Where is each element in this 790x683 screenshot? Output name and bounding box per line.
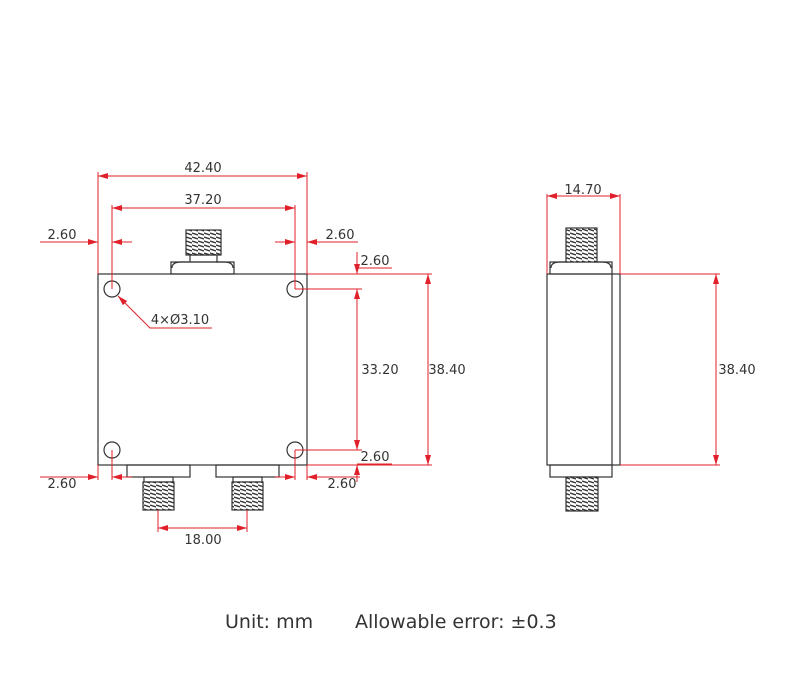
housing-body-side xyxy=(546,273,621,466)
dimension-overall-height: 38.40 xyxy=(307,273,466,466)
sma-connector-input xyxy=(170,229,235,275)
dimension-label: 37.20 xyxy=(184,193,221,208)
dimension-edge-top-right: 2.60 xyxy=(275,228,358,245)
dimension-label: 2.60 xyxy=(361,254,390,269)
dimension-port-spacing: 18.00 xyxy=(157,510,248,548)
dimension-label: 33.20 xyxy=(361,363,398,378)
side-view: 14.70 38.40 xyxy=(546,183,756,512)
dimension-label: 4×Ø3.10 xyxy=(151,313,209,328)
hole-callout: 4×Ø3.10 xyxy=(117,295,212,329)
dimension-hole-spacing-x: 37.20 xyxy=(111,193,296,289)
tolerance-note: Allowable error: ±0.3 xyxy=(355,611,557,633)
front-view: 42.40 37.20 2.60 2.60 2.60 xyxy=(40,161,466,548)
housing-body xyxy=(97,273,308,466)
dimension-label: 38.40 xyxy=(718,363,755,378)
dimension-label: 18.00 xyxy=(184,533,221,548)
dimension-side-height: 38.40 xyxy=(620,273,756,466)
dimension-edge-bottom-left: 2.60 xyxy=(40,450,132,492)
dimension-label: 2.60 xyxy=(326,228,355,243)
unit-note: Unit: mm xyxy=(225,611,313,633)
dimension-edge-top-left: 2.60 xyxy=(40,228,132,245)
dimension-label: 2.60 xyxy=(48,477,77,492)
dimension-label: 2.60 xyxy=(361,450,390,465)
dimension-label: 2.60 xyxy=(328,477,357,492)
dimension-label: 14.70 xyxy=(564,183,601,198)
dimension-edge-bottom-right: 2.60 xyxy=(275,450,360,492)
dimension-label: 38.40 xyxy=(428,363,465,378)
dimension-hole-spacing-y: 33.20 xyxy=(295,288,399,451)
sma-connector-side-top xyxy=(549,227,613,275)
sma-connector-output-1 xyxy=(126,464,191,511)
sma-connector-side-bottom xyxy=(549,464,613,512)
dimension-overall-width: 42.40 xyxy=(97,161,308,274)
dimension-label: 2.60 xyxy=(48,228,77,243)
sma-connector-output-2 xyxy=(215,464,280,511)
dimension-label: 42.40 xyxy=(184,161,221,176)
dimension-thickness: 14.70 xyxy=(546,183,621,274)
dimension-edge-right-bottom: 2.60 xyxy=(354,450,392,482)
dimension-edge-right-top: 2.60 xyxy=(354,252,392,274)
